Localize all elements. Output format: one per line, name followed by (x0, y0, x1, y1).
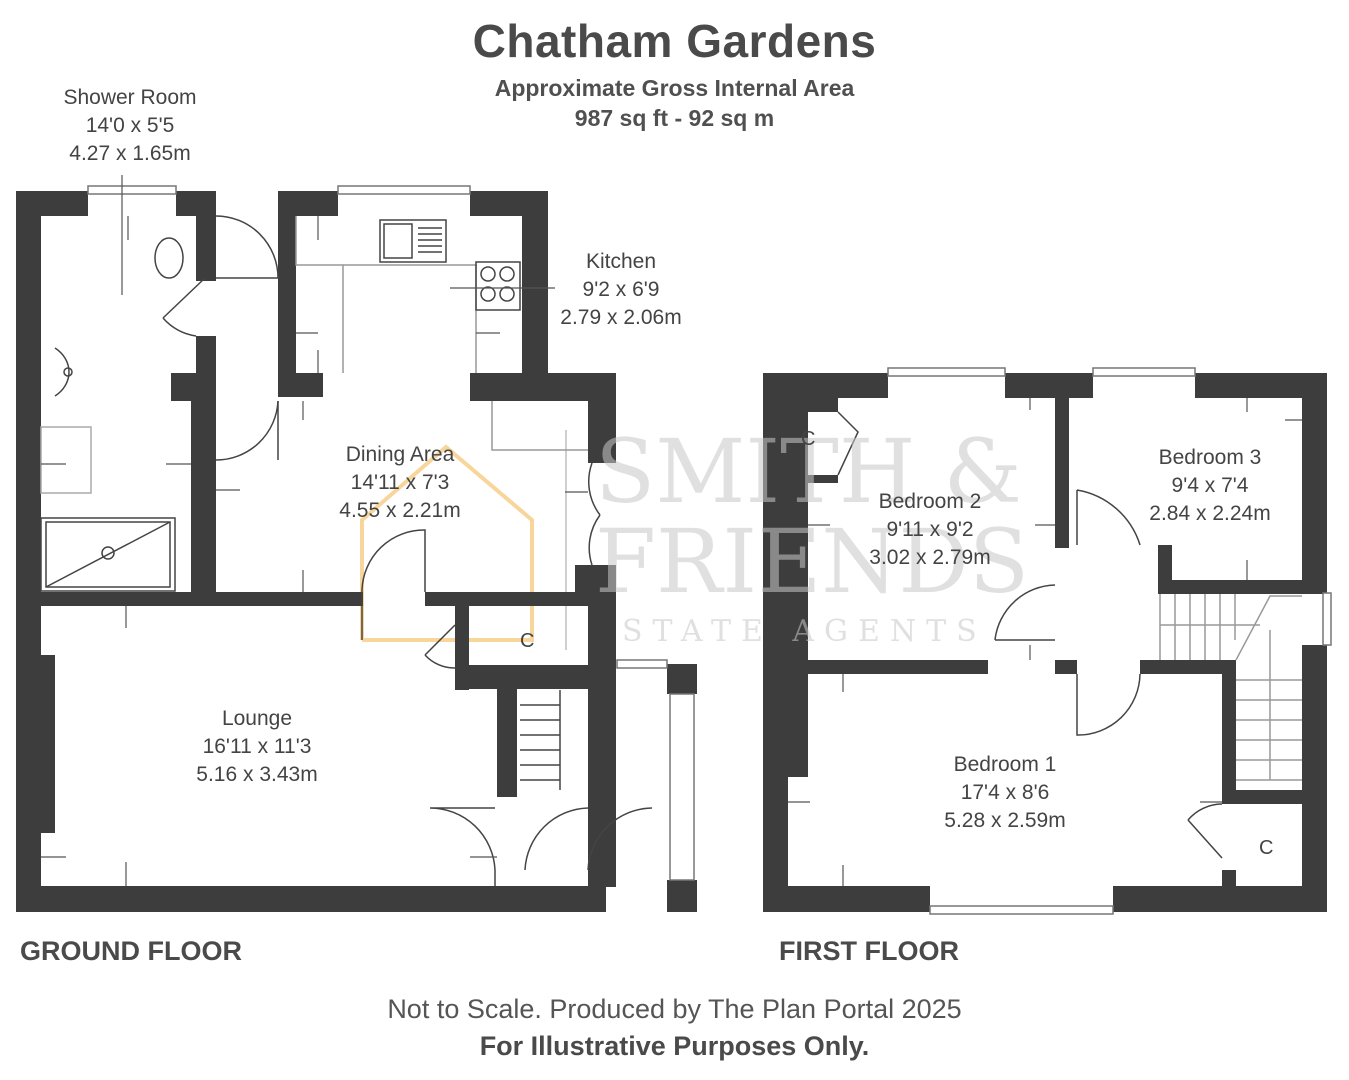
room-imperial: 17'4 x 8'6 (960, 781, 1050, 804)
room-imperial: 9'2 x 6'9 (582, 278, 660, 301)
room-metric: 2.79 x 2.06m (560, 306, 682, 329)
room-metric: 4.27 x 1.65m (69, 142, 191, 165)
room-imperial: 9'4 x 7'4 (1171, 474, 1249, 497)
watermark-line2: FRIENDS (595, 510, 1030, 613)
footer-note: For Illustrative Purposes Only. (479, 1031, 870, 1061)
watermark-house-icon (360, 444, 534, 642)
room-imperial: 14'11 x 7'3 (350, 471, 450, 494)
cupboard-label: C (801, 428, 816, 450)
watermark-line1: SMITH & (595, 420, 1022, 523)
ground-floor-fixtures (40, 215, 653, 886)
room-metric: 2.84 x 2.24m (1149, 502, 1271, 525)
ground-floor-label: GROUND FLOOR (20, 936, 242, 966)
first-floor-walls (763, 373, 1327, 912)
room-name: Bedroom 2 (878, 490, 982, 513)
room-shower: Shower Room 14'0 x 5'5 4.27 x 1.65m (40, 84, 220, 168)
watermark-line3: STATE AGENTS (622, 614, 987, 649)
area-subtitle: Approximate Gross Internal Area (494, 75, 855, 101)
room-name: Dining Area (345, 443, 455, 466)
room-name: Bedroom 1 (953, 753, 1057, 776)
room-lounge: Lounge 16'11 x 11'3 5.16 x 3.43m (167, 705, 347, 789)
room-bedroom-2: Bedroom 2 9'11 x 9'2 3.02 x 2.79m (840, 488, 1020, 572)
room-imperial: 14'0 x 5'5 (85, 114, 175, 137)
cupboard-label: C (520, 630, 535, 652)
first-floor-fixtures (837, 411, 1302, 859)
room-imperial: 16'11 x 11'3 (202, 735, 312, 758)
room-name: Bedroom 3 (1158, 446, 1262, 469)
room-imperial: 9'11 x 9'2 (886, 518, 974, 541)
first-floor-label: FIRST FLOOR (779, 936, 959, 966)
footer-disclaimer: Not to Scale. Produced by The Plan Porta… (387, 994, 962, 1024)
room-metric: 5.16 x 3.43m (196, 763, 318, 786)
room-dining: Dining Area 14'11 x 7'3 4.55 x 2.21m (310, 441, 490, 525)
area-value: 987 sq ft - 92 sq m (574, 105, 775, 131)
room-name: Lounge (221, 707, 293, 730)
room-name: Shower Room (63, 86, 197, 109)
ground-floor-walls (16, 191, 697, 912)
ground-dimension-arrows (41, 175, 588, 886)
room-kitchen: Kitchen 9'2 x 6'9 2.79 x 2.06m (546, 248, 696, 332)
room-metric: 3.02 x 2.79m (869, 546, 991, 569)
room-name: Kitchen (585, 250, 657, 273)
plan-title: Chatham Gardens (472, 15, 877, 67)
ground-floor-windows (87, 185, 695, 881)
first-dimension-arrows (788, 398, 1302, 886)
room-metric: 5.28 x 2.59m (944, 809, 1066, 832)
room-bedroom-3: Bedroom 3 9'4 x 7'4 2.84 x 2.24m (1130, 444, 1290, 528)
first-floor-windows (887, 367, 1332, 915)
room-bedroom-1: Bedroom 1 17'4 x 8'6 5.28 x 2.59m (915, 751, 1095, 835)
room-metric: 4.55 x 2.21m (339, 499, 461, 522)
cupboard-label: C (1259, 837, 1274, 859)
